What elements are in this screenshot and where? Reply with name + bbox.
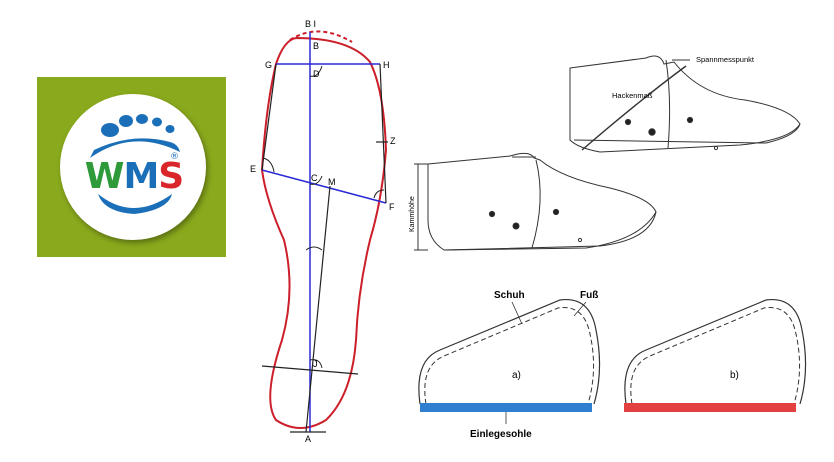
label-a-fit: a)	[512, 370, 521, 381]
wms-logo-text: WMS	[84, 156, 184, 197]
label-c: C	[311, 173, 318, 183]
label-j: J	[313, 359, 318, 369]
fit-diagram-b	[624, 298, 807, 405]
label-b1: B I	[305, 19, 316, 29]
foot-construction-diagram: B I B G H D Z E C M F J A	[250, 19, 396, 444]
line-hf	[379, 63, 387, 204]
shoe-last-side-drawing	[414, 152, 657, 251]
line-ef	[261, 169, 387, 204]
label-fuss: Fuß	[580, 290, 598, 301]
label-b-fit: b)	[730, 370, 739, 381]
label-kammhoehe: Kammhöhe	[409, 196, 416, 232]
insole-a	[420, 403, 592, 412]
shoe-last-top-drawing	[569, 55, 801, 153]
label-h: H	[383, 60, 390, 70]
line-ge	[261, 63, 277, 171]
label-d: D	[313, 69, 320, 79]
registered-mark: ®	[170, 152, 179, 162]
fit-diagram-a	[418, 298, 601, 405]
logo-letter-s: S	[158, 156, 184, 197]
label-m: M	[328, 177, 336, 187]
label-a: A	[305, 434, 311, 444]
label-spannmesspunkt: Spannmesspunkt	[696, 55, 755, 64]
label-hackenmass: Hackenmaß	[612, 91, 653, 100]
label-e: E	[250, 164, 256, 174]
insole-b	[624, 403, 796, 412]
logo-letter-w: W	[84, 156, 125, 197]
label-b: B	[313, 41, 319, 51]
label-schuh: Schuh	[494, 290, 525, 301]
foot-outline	[260, 36, 388, 429]
label-z: Z	[390, 136, 396, 146]
toe-dashed-arc	[289, 30, 353, 43]
foot-logo-icon	[90, 114, 180, 214]
logo-letter-m: M	[123, 156, 159, 197]
logo-panel: WMS ®	[37, 77, 226, 257]
wms-logo-badge: WMS ®	[60, 94, 206, 240]
label-f: F	[389, 202, 395, 212]
line-ma	[305, 185, 331, 433]
label-einlegesohle: Einlegesohle	[470, 429, 532, 440]
line-heel-cross	[261, 365, 359, 375]
label-g: G	[265, 60, 272, 70]
